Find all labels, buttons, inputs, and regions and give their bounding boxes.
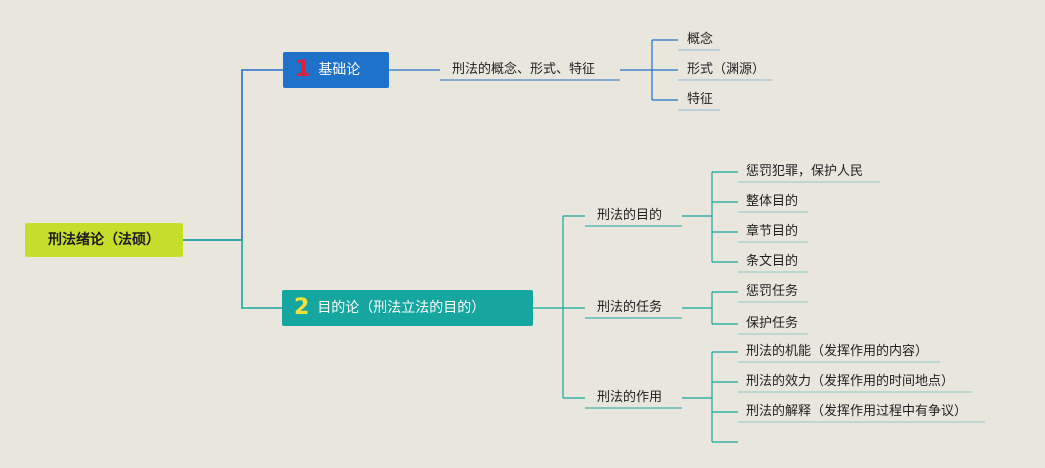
leaf-effect[interactable]: 刑法的效力（发挥作用的时间地点） — [746, 374, 955, 389]
branch-2-label: 目的论（刑法立法的目的） — [317, 300, 486, 316]
group-function-node[interactable]: 刑法的作用 — [597, 390, 663, 405]
link-root-branch2 — [183, 239, 282, 309]
leaf-underlines-g2 — [738, 301, 808, 335]
leaf-underlines-g1 — [738, 181, 880, 273]
link-g1-leaves — [682, 171, 738, 263]
leaf-chapter-purpose[interactable]: 章节目的 — [746, 224, 799, 239]
leaf-concept[interactable]: 概念 — [687, 32, 714, 47]
group-underlines — [585, 225, 682, 409]
leaf-punish-task[interactable]: 惩罚任务 — [746, 284, 799, 299]
link-g2-leaves — [682, 291, 738, 325]
leaf-protect-task[interactable]: 保护任务 — [746, 316, 799, 331]
branch-2-node[interactable]: 2 目的论（刑法立法的目的） — [282, 290, 533, 326]
leaf-feature[interactable]: 特征 — [687, 92, 714, 107]
leaf-overall-purpose[interactable]: 整体目的 — [746, 194, 799, 209]
leaf-punish-protect[interactable]: 惩罚犯罪，保护人民 — [746, 164, 864, 179]
leaf-interpretation[interactable]: 刑法的解释（发挥作用过程中有争议） — [746, 404, 968, 419]
link-root-branch1 — [183, 69, 283, 241]
branch-1-node[interactable]: 1 基础论 — [283, 52, 389, 88]
branch-1-number: 1 — [295, 57, 311, 82]
leaf-underlines-b1 — [678, 49, 772, 111]
leaf-article-purpose[interactable]: 条文目的 — [746, 254, 799, 269]
link-g3-leaves — [682, 351, 738, 443]
branch-2-number: 2 — [294, 295, 310, 320]
leaf-mechanism[interactable]: 刑法的机能（发挥作用的内容） — [746, 344, 929, 359]
link-branch2-groups — [533, 215, 585, 399]
group-task-node[interactable]: 刑法的任务 — [597, 300, 663, 315]
leaf-form[interactable]: 形式（渊源） — [687, 62, 766, 77]
root-node[interactable]: 刑法绪论（法硕） — [25, 223, 183, 257]
branch-1-label: 基础论 — [318, 62, 361, 78]
branch-1-sub-node[interactable]: 刑法的概念、形式、特征 — [452, 62, 596, 77]
leaf-underlines-g3 — [738, 361, 985, 423]
group-purpose-node[interactable]: 刑法的目的 — [597, 208, 663, 223]
link-sub-leaves — [620, 39, 678, 101]
